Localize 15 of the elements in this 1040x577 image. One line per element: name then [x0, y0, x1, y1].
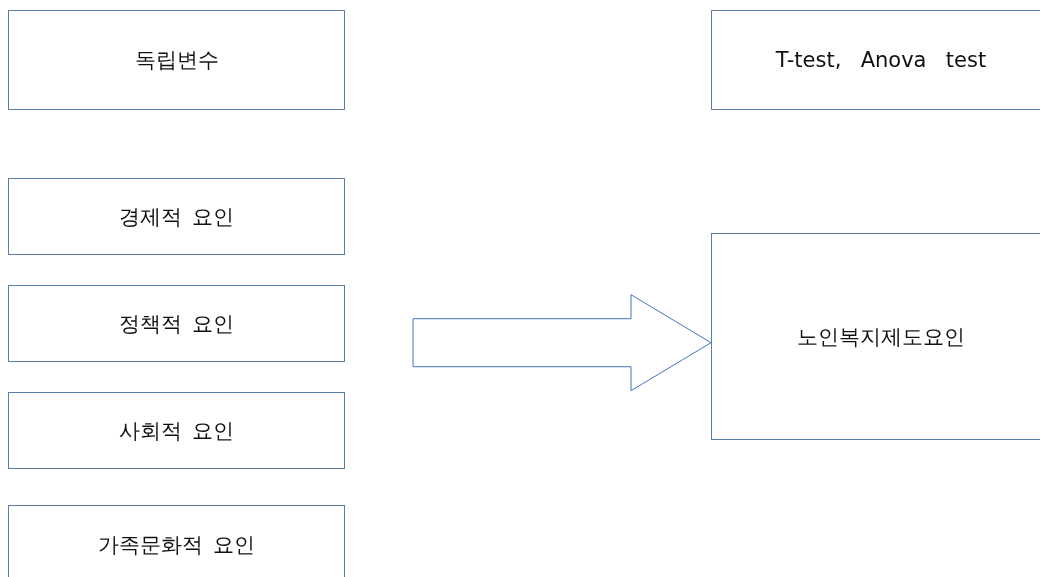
text-box: [711, 233, 1040, 440]
text-box: [8, 505, 345, 577]
text-box: [8, 10, 345, 110]
box-label: 독립변수: [134, 47, 219, 74]
box-label: 사회적 요인: [119, 417, 234, 445]
box-label: 가족문화적 요인: [98, 532, 255, 559]
text-box: [8, 285, 345, 362]
text-box: [8, 178, 345, 255]
block-arrow: [412, 294, 712, 392]
box-label: T-test, Anova test: [775, 48, 987, 72]
text-box: [8, 392, 345, 469]
box-label: 정책적 요인: [119, 310, 234, 338]
box-label: 노인복지제도요인: [797, 323, 965, 351]
box-label: 경제적 요인: [119, 203, 234, 231]
text-box: [711, 10, 1040, 110]
